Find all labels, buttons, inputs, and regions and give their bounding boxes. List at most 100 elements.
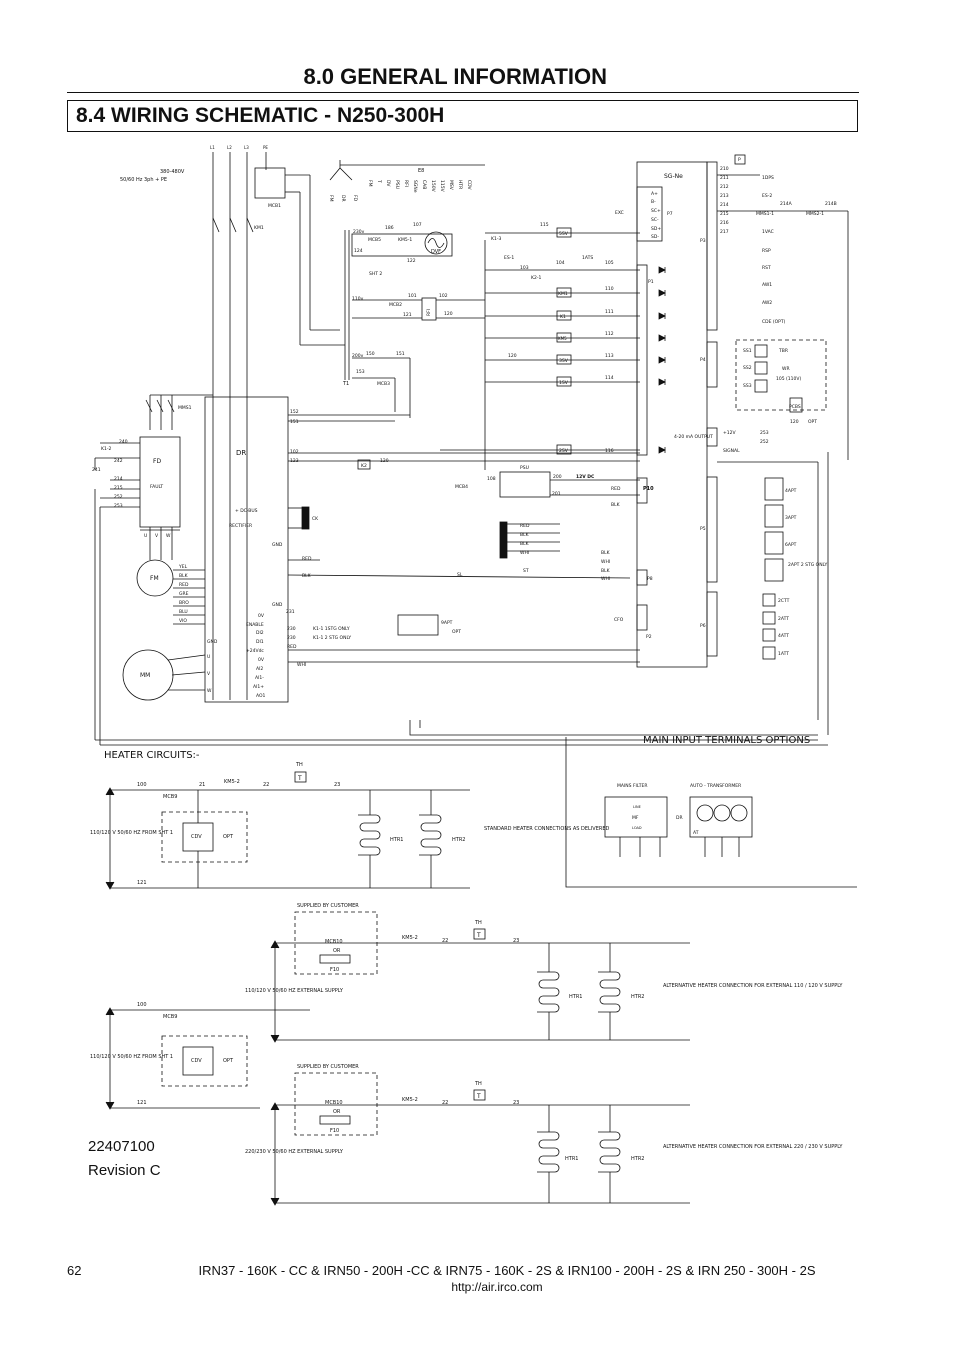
mf-label: MF — [632, 815, 639, 821]
label-es2: ES-2 — [762, 193, 772, 199]
sv-1: 1SV — [559, 380, 569, 386]
9apt-label: 9APT — [441, 620, 453, 626]
label-1dps: 1DPS — [762, 175, 774, 181]
htr2c-label: HTR2 — [631, 1156, 644, 1162]
v12-label: +12V — [723, 430, 736, 436]
revision-label: Revision C — [88, 1162, 161, 1179]
wire-114: 114 — [605, 375, 614, 381]
terminal-cdv: CDV — [466, 180, 472, 191]
main-input-options: MAIN INPUT TERMINALS OPTIONS MAINS FILTE… — [565, 735, 857, 888]
terminal-rfi: RFI — [403, 180, 409, 187]
st-blk2: BLK — [520, 541, 530, 547]
htr1c-label: HTR1 — [565, 1156, 578, 1162]
htr2-label: HTR2 — [452, 837, 465, 843]
4apt-label: 4APT — [785, 488, 797, 494]
wire-121c: 121 — [137, 880, 147, 886]
p8-whi: WHI — [601, 559, 610, 565]
wire-123: 123 — [290, 458, 299, 464]
wire-23b: 23 — [513, 938, 519, 944]
at-label: AT — [693, 830, 699, 836]
wire-112: 112 — [605, 331, 614, 337]
supply-pe: PE — [263, 145, 268, 150]
th3-label: TH — [474, 1081, 482, 1087]
wire-242: 242 — [114, 458, 123, 464]
terminal-fm: FM — [328, 195, 334, 202]
main-motor-label: MM — [140, 672, 150, 679]
p6-label: P6 — [700, 623, 706, 629]
dr-in-ai1-: AI1- — [255, 675, 264, 681]
p3-213: 213 — [720, 193, 729, 199]
mains-filter-label: MAINS FILTER — [617, 783, 647, 789]
st-blk: BLK — [520, 532, 530, 538]
mcb9b-label: MCB9 — [163, 1014, 177, 1020]
heater-circuit-standard: 100 121 MCB9 21 KM5-2 22 23 TH T CDV OPT… — [90, 762, 610, 890]
supplied-by-customer-2: SUPPLIED BY CUSTOMER — [297, 1064, 359, 1070]
k1-3-label: K1-3 — [491, 236, 501, 242]
wire-120c: 120 — [380, 458, 389, 464]
label-rst: RST — [762, 265, 771, 271]
wire-blu: BLU — [179, 609, 188, 615]
wire-110: 110 — [605, 286, 614, 292]
supply-l1: L1 — [210, 145, 215, 150]
wire-108: 108 — [487, 476, 496, 482]
4att-label: 4ATT — [778, 633, 789, 639]
wire-214a: 214A — [780, 201, 793, 207]
heater-circuits-title: HEATER CIRCUITS:- — [104, 750, 200, 761]
rectifier-label: RECTIFIER — [229, 523, 252, 529]
p8-blk: BLK — [601, 550, 611, 556]
p8-blk2: BLK — [601, 568, 611, 574]
p7-a: A+ — [651, 191, 658, 197]
p3-214: 214 — [720, 202, 729, 208]
wire-253b: 253 — [760, 430, 769, 436]
wire-230b: 230 — [287, 635, 296, 641]
mcb9-label: MCB9 — [163, 794, 177, 800]
dr-red-2: RED — [287, 644, 297, 650]
dr-u: U — [207, 654, 210, 660]
cdv2-label: CDV — [191, 1058, 202, 1064]
psu-label: PSU — [520, 465, 529, 471]
sg-ne-label: SG-Ne — [664, 173, 683, 180]
wire-214b: 214B — [825, 201, 837, 207]
t1-label: T1 — [342, 381, 349, 387]
p10-label: P10 — [643, 486, 654, 492]
ext-110-label: 110/120 V 50/60 HZ EXTERNAL SUPPLY — [245, 988, 344, 994]
dr-in-24vdc: +24Vdc — [246, 648, 264, 654]
exc-label: EXC — [615, 210, 624, 216]
wire-111: 111 — [605, 309, 614, 315]
p5-label: P5 — [700, 526, 706, 532]
mms2-1-label: MMS2-1 — [806, 211, 824, 217]
wire-215: 215 — [114, 485, 123, 491]
htr2b-label: HTR2 — [631, 994, 644, 1000]
t2-box: T — [476, 932, 481, 939]
km5-2b-label: KM5-2 — [402, 935, 418, 941]
mms1-1-label: MMS1-1 — [756, 211, 774, 217]
supply-110-label-2: 110/120 V 50/60 HZ FROM SHT 1 — [90, 1054, 173, 1060]
dr-in-di2: DI2 — [256, 630, 264, 636]
auto-transformer-label: AUTO - TRANSFORMER — [690, 783, 741, 789]
mcb4-label: MCB4 — [455, 484, 468, 490]
label-aw1: AW1 — [762, 282, 772, 288]
p8-whi2: WHI — [601, 576, 610, 582]
wire-214: 214 — [114, 476, 123, 482]
footer-url[interactable]: http://air.irco.com — [451, 1280, 543, 1294]
dr-blk: BLK — [302, 573, 312, 579]
wire-252: 252 — [114, 494, 123, 500]
9apt-opt: OPT — [452, 629, 461, 635]
wire-116: 116 — [605, 448, 614, 454]
wire-102: 102 — [439, 293, 448, 299]
dvf-label: DVF — [431, 249, 441, 255]
wire-186: 186 — [385, 225, 394, 231]
sht2-label: SHT 2 — [369, 271, 382, 277]
wire-21: 21 — [199, 782, 205, 788]
models-footer: IRN37 - 160K - CC & IRN50 - 200H -CC & I… — [198, 1263, 816, 1278]
label-rsp: RSP — [762, 248, 771, 254]
mcb10b-label: MCB10 — [325, 1100, 343, 1106]
v200-label: 200v — [352, 353, 364, 359]
wire-120: 120 — [444, 311, 453, 317]
label-cde: CDE (OPT) — [762, 319, 786, 325]
p7-sd+: SD+ — [651, 226, 661, 232]
terminal-t: T — [376, 179, 382, 183]
supply-l2: L2 — [227, 145, 232, 150]
wire-101: 101 — [408, 293, 417, 299]
dr-in-ai2: AI2 — [256, 666, 263, 672]
